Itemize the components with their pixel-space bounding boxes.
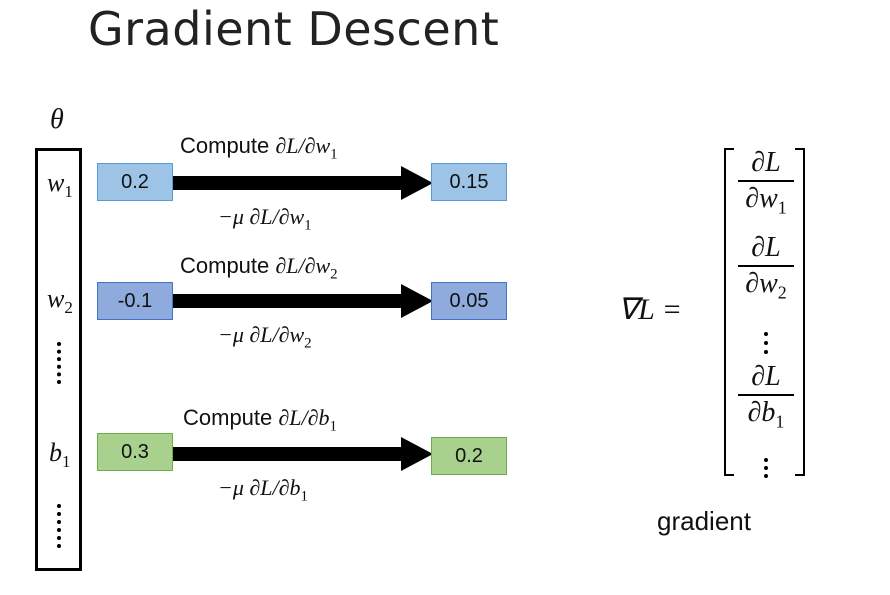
step-text-w1: −μ ∂L/∂w [218, 204, 305, 229]
param-w2-sub: 2 [64, 298, 73, 318]
gradient-num-w1: ∂L [751, 147, 781, 178]
step-sub-w1: 1 [304, 217, 312, 234]
update-arrow-w2 [173, 284, 433, 318]
fraction-bar [738, 394, 794, 396]
value-w1-box: 0.2 [97, 163, 173, 201]
gradient-vertical-dots-2 [764, 458, 772, 478]
gradient-den-w2-text: ∂w [745, 268, 778, 299]
value-b1-box: 0.3 [97, 433, 173, 471]
gradient-den-w1-text: ∂w [745, 183, 778, 214]
gradient-num-b1: ∂L [751, 361, 781, 392]
updated-b1-box: 0.2 [431, 437, 507, 475]
param-w1-symbol: w [47, 168, 65, 197]
step-label-b1: −μ ∂L/∂b1 [218, 475, 308, 505]
compute-deriv-w1: ∂L/∂w [275, 133, 331, 158]
step-sub-b1: 1 [300, 488, 308, 505]
param-b1-sub: 1 [62, 452, 71, 472]
compute-label-w2: Compute ∂L/∂w2 [180, 253, 338, 283]
update-arrow-w1 [173, 166, 433, 200]
update-arrow-b1 [173, 437, 433, 471]
left-bracket [724, 148, 734, 476]
gradient-den-w2: ∂w2 [736, 267, 796, 310]
compute-label-b1: Compute ∂L/∂b1 [183, 405, 337, 435]
gradient-den-b1-sub: 1 [775, 411, 785, 432]
compute-sub-b1: 1 [329, 418, 337, 435]
gradient-entry-w1: ∂L ∂w1 [736, 146, 796, 225]
compute-sub-w2: 2 [330, 266, 338, 283]
vertical-dots-1 [57, 342, 65, 384]
compute-text-w1: Compute [180, 133, 276, 158]
compute-text-w2: Compute [180, 253, 276, 278]
param-b1-symbol: b [49, 438, 62, 467]
gradient-num-w2: ∂L [751, 232, 781, 263]
gradient-den-w2-sub: 2 [777, 282, 787, 303]
param-w2: w2 [47, 284, 73, 318]
theta-symbol: θ [50, 104, 64, 135]
gradient-den-b1: ∂b1 [736, 396, 796, 439]
parameter-vector-box [35, 148, 82, 571]
updated-w1-box: 0.15 [431, 163, 507, 201]
fraction-bar [738, 265, 794, 267]
compute-deriv-w2: ∂L/∂w [275, 253, 331, 278]
value-w2-box: -0.1 [97, 282, 173, 320]
compute-text-b1: Compute [183, 405, 279, 430]
vertical-dots-2 [57, 504, 65, 548]
slide-title: Gradient Descent [88, 2, 500, 56]
gradient-den-w1: ∂w1 [736, 182, 796, 225]
step-text-b1: −μ ∂L/∂b [218, 475, 301, 500]
step-text-w2: −μ ∂L/∂w [218, 322, 305, 347]
compute-sub-w1: 1 [330, 146, 338, 163]
gradient-vertical-dots-1 [764, 332, 772, 354]
param-w2-symbol: w [47, 284, 65, 313]
fraction-bar [738, 180, 794, 182]
param-b1: b1 [49, 438, 71, 472]
step-label-w2: −μ ∂L/∂w2 [218, 322, 312, 352]
right-bracket [795, 148, 805, 476]
compute-label-w1: Compute ∂L/∂w1 [180, 133, 338, 163]
gradient-den-w1-sub: 1 [777, 197, 787, 218]
step-sub-w2: 2 [304, 335, 312, 352]
param-w1: w1 [47, 168, 73, 202]
gradient-den-b1-text: ∂b [747, 397, 776, 428]
param-w1-sub: 1 [64, 182, 73, 202]
gradient-label: gradient [657, 506, 751, 536]
gradient-entry-b1: ∂L ∂b1 [736, 360, 796, 439]
gradient-entry-w2: ∂L ∂w2 [736, 231, 796, 310]
compute-deriv-b1: ∂L/∂b [278, 405, 330, 430]
updated-w2-box: 0.05 [431, 282, 507, 320]
step-label-w1: −μ ∂L/∂w1 [218, 204, 312, 234]
gradient-lhs: ∇L = [618, 293, 682, 326]
